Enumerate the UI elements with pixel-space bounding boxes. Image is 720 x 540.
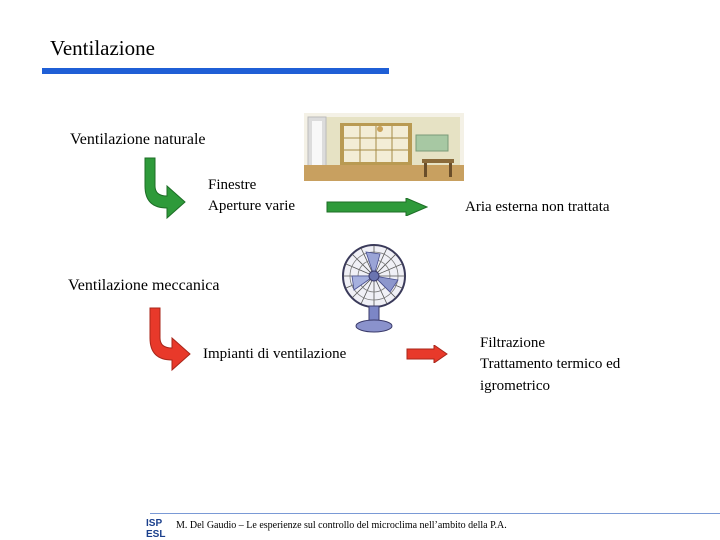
mechanical-result-line2: Trattamento termico ed [480,356,621,372]
title-underline [42,68,389,74]
mechanical-ventilation-heading: Ventilazione meccanica [68,277,220,294]
svg-text:ESL: ESL [146,529,165,538]
curved-arrow-green-icon [141,156,189,220]
right-arrow-red-icon [406,345,448,363]
natural-means-line1: Finestre [208,177,257,193]
natural-means-line2: Aperture varie [208,198,296,214]
curved-arrow-red-icon [146,306,194,372]
slide-title: Ventilazione [50,36,155,60]
mechanical-means: Impianti di ventilazione [203,346,347,362]
footer-divider [150,513,720,514]
natural-ventilation-heading: Ventilazione naturale [70,131,206,148]
room-window-image [304,113,464,181]
mechanical-result-line1: Filtrazione [480,335,545,351]
ispesl-logo: ISP ESL [145,516,173,538]
svg-text:ISP: ISP [146,518,162,529]
desk-fan-image [340,240,408,334]
footer-text: M. Del Gaudio – Le esperienze sul contro… [176,520,507,531]
mechanical-result-line3: igrometrico [480,378,550,394]
right-arrow-green-icon [326,198,428,216]
natural-result: Aria esterna non trattata [465,199,610,215]
